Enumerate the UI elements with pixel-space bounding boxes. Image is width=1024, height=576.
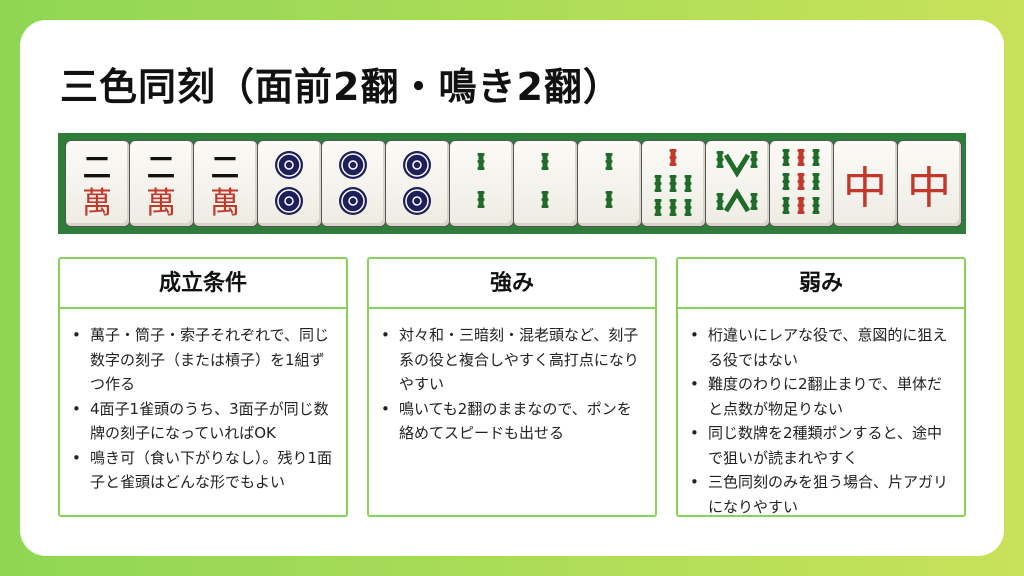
list-item: 4面子1雀頭のうち、3面子が同じ数牌の刻子になっていればOK xyxy=(72,397,336,446)
tile-suit: 萬 xyxy=(82,186,112,221)
list-item: 桁違いにレアな役で、意図的に狙える役ではない xyxy=(690,323,954,372)
list-item: 三色同刻のみを狙う場合、片アガリになりやすい xyxy=(690,470,954,519)
list-item: 対々和・三暗刻・混老頭など、刻子系の役と複合しやすく高打点になりやすい xyxy=(381,323,645,397)
tile-honor: 中 xyxy=(907,163,951,214)
tile-number: 二 xyxy=(147,151,175,184)
tile-chun: 中 xyxy=(834,141,897,226)
weaknesses-box: 弱み 桁違いにレアな役で、意図的に狙える役ではない難度のわりに2翻止まりで、単体… xyxy=(676,257,966,517)
tile-honor: 中 xyxy=(843,163,887,214)
strengths-box: 強み 対々和・三暗刻・混老頭など、刻子系の役と複合しやすく高打点になりやすい鳴い… xyxy=(367,257,657,517)
tile-2-sou xyxy=(450,141,513,226)
tile-8-sou xyxy=(706,141,769,226)
tile-suit: 萬 xyxy=(210,186,240,221)
tile-2-man: 二萬 xyxy=(194,141,257,226)
conditions-box: 成立条件 萬子・筒子・索子それぞれで、同じ数字の刻子（または槓子）を1組ずつ作る… xyxy=(58,257,348,517)
tile-suit: 萬 xyxy=(146,186,176,221)
tile-hand: 二萬二萬二萬中中 xyxy=(58,133,966,234)
tile-chun: 中 xyxy=(898,141,961,226)
weaknesses-list: 桁違いにレアな役で、意図的に狙える役ではない難度のわりに2翻止まりで、単体だと点… xyxy=(678,309,964,519)
tile-2-pin xyxy=(258,141,321,226)
box-heading: 弱み xyxy=(678,259,964,309)
list-item: 同じ数牌を2種類ポンすると、途中で狙いが読まれやすく xyxy=(690,421,954,470)
box-heading: 成立条件 xyxy=(60,259,346,309)
tile-2-sou xyxy=(578,141,641,226)
tile-number: 二 xyxy=(83,151,111,184)
box-heading: 強み xyxy=(369,259,655,309)
list-item: 萬子・筒子・索子それぞれで、同じ数字の刻子（または槓子）を1組ずつ作る xyxy=(72,323,336,397)
tile-2-man: 二萬 xyxy=(66,141,129,226)
list-item: 鳴き可（食い下がりなし）。残り1面子と雀頭はどんな形でもよい xyxy=(72,446,336,495)
tile-7-sou xyxy=(642,141,705,226)
tile-2-sou xyxy=(514,141,577,226)
strengths-list: 対々和・三暗刻・混老頭など、刻子系の役と複合しやすく高打点になりやすい鳴いても2… xyxy=(369,309,655,446)
list-item: 鳴いても2翻のままなので、ポンを絡めてスピードも出せる xyxy=(381,397,645,446)
tile-2-pin xyxy=(386,141,449,226)
tile-2-pin xyxy=(322,141,385,226)
conditions-list: 萬子・筒子・索子それぞれで、同じ数字の刻子（または槓子）を1組ずつ作る4面子1雀… xyxy=(60,309,346,495)
tile-2-man: 二萬 xyxy=(130,141,193,226)
tile-number: 二 xyxy=(211,151,239,184)
tile-9-sou xyxy=(770,141,833,226)
list-item: 難度のわりに2翻止まりで、単体だと点数が物足りない xyxy=(690,372,954,421)
page-title: 三色同刻（面前2翻・鳴き2翻） xyxy=(60,65,622,109)
